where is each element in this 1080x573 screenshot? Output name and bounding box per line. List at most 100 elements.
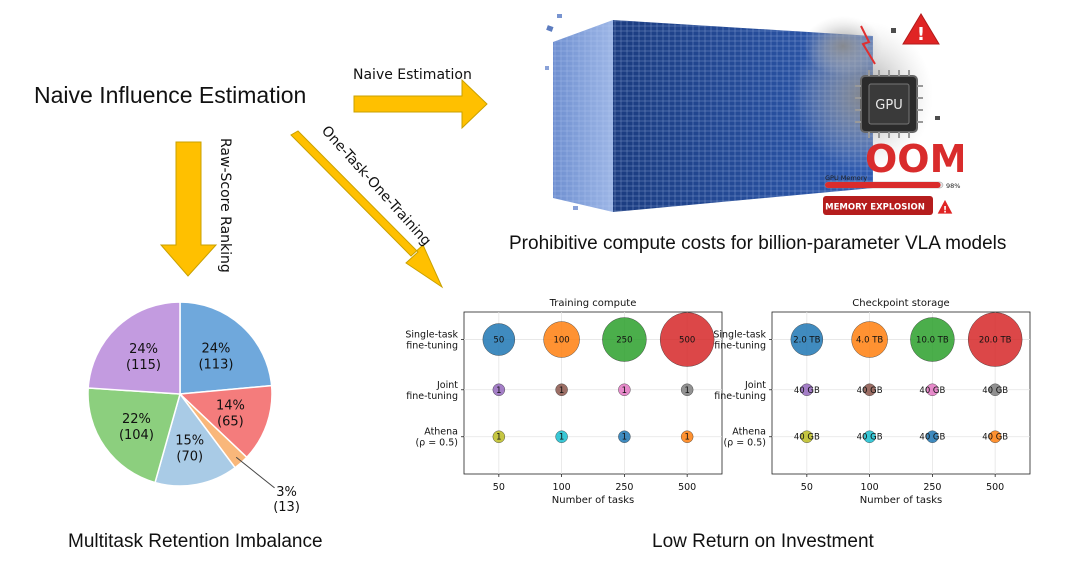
x-tick-label: 50 xyxy=(801,482,813,493)
raw-score-ranking-arrow xyxy=(159,141,218,277)
x-tick-label: 100 xyxy=(861,482,879,493)
bubble-label: 1 xyxy=(622,433,627,443)
bubble xyxy=(863,383,876,396)
bubble-label: 1 xyxy=(496,386,501,396)
oom-label: OOM xyxy=(865,137,963,181)
one-task-one-training-label: One-Task-One-Training xyxy=(318,123,434,249)
naive-estimation-arrow xyxy=(353,78,488,130)
bubble xyxy=(680,430,694,443)
retention-pie-chart: 24%(113) 14%(65) 3%(13) 15%(70) 22%(104) 24%(… xyxy=(87,301,300,515)
one-task-one-training-arrow xyxy=(290,130,444,289)
bubble xyxy=(543,321,580,358)
gpu-memory-percent: 98% xyxy=(946,182,960,190)
bubble-label: 1 xyxy=(496,433,501,443)
bubble xyxy=(555,383,568,396)
chart-title: Training compute xyxy=(549,298,637,309)
gpu-memory-bar-fill xyxy=(825,182,941,188)
y-tick-label: Athena(ρ = 0.5) xyxy=(723,427,766,449)
compute-caption: Prohibitive compute costs for billion-pa… xyxy=(509,233,1007,254)
bubble xyxy=(680,383,694,396)
gpu-chip-icon: GPU xyxy=(855,70,923,138)
bubble xyxy=(602,317,647,362)
bubble xyxy=(555,430,568,443)
diagram-title: Naive Influence Estimation xyxy=(34,82,307,108)
bubble-label: 40 GB xyxy=(857,386,883,396)
bubble xyxy=(967,312,1023,367)
pie-slice-label: 15%(70) xyxy=(175,433,204,464)
pie-slice-label: 24%(113) xyxy=(198,342,233,373)
bubble-label: 4.0 TB xyxy=(856,336,883,346)
x-axis-label: Number of tasks xyxy=(552,495,634,506)
bubble xyxy=(618,430,631,443)
naive-estimation-label: Naive Estimation xyxy=(353,67,472,83)
bubble-label: 40 GB xyxy=(857,433,883,443)
pie-slice-label: 14%(65) xyxy=(216,398,245,429)
bubble-label: 40 GB xyxy=(919,433,945,443)
bubble-label: 500 xyxy=(679,336,695,346)
bubble xyxy=(790,323,824,356)
pie-slice xyxy=(154,392,237,487)
bubble-label: 40 GB xyxy=(794,433,820,443)
bubble-label: 1 xyxy=(684,386,689,396)
bubble xyxy=(659,312,715,367)
bubble xyxy=(910,317,955,362)
bubble xyxy=(863,430,876,443)
pie-slice xyxy=(178,384,273,459)
pie-slice-label: 3%(13) xyxy=(273,485,300,515)
chart-title: Checkpoint storage xyxy=(852,298,949,309)
bubble-label: 2.0 TB xyxy=(793,336,820,346)
gpu-chip-label: GPU xyxy=(875,98,902,113)
pie-slice xyxy=(87,387,181,484)
x-tick-label: 50 xyxy=(493,482,505,493)
x-tick-label: 500 xyxy=(678,482,696,493)
svg-text:!: ! xyxy=(943,206,947,216)
raw-score-ranking-label: Raw-Score Ranking xyxy=(217,138,233,273)
bubble-label: 1 xyxy=(622,386,627,396)
bubble xyxy=(926,430,939,443)
pie-slice xyxy=(179,301,273,395)
pie-slice-label: 22%(104) xyxy=(119,412,154,443)
bubble xyxy=(492,383,506,396)
bubble-label: 40 GB xyxy=(794,386,820,396)
bubble-label: 1 xyxy=(559,433,564,443)
bubble xyxy=(800,383,814,396)
bubble xyxy=(482,323,516,356)
bubble-label: 10.0 TB xyxy=(916,336,949,346)
x-tick-label: 250 xyxy=(923,482,941,493)
warning-triangle-icon: ! xyxy=(902,13,940,45)
warning-small-icon: ! xyxy=(936,198,954,216)
gpu-memory-label: GPU Memory xyxy=(825,174,867,182)
roi-caption: Low Return on Investment xyxy=(652,531,874,552)
memory-explosion-badge: MEMORY EXPLOSION ! xyxy=(823,196,954,216)
bubble xyxy=(492,430,506,443)
x-axis-label: Number of tasks xyxy=(860,495,942,506)
x-tick-label: 100 xyxy=(553,482,571,493)
gpu-oom-illustration: GPU ! OOM GPU Memory 98% MEMORY EXPLOSIO… xyxy=(545,13,963,216)
bubble xyxy=(988,430,1002,443)
bubble-label: 250 xyxy=(616,336,632,346)
bubble xyxy=(800,430,814,443)
bubble-label: 40 GB xyxy=(919,386,945,396)
bubble-label: 1 xyxy=(684,433,689,443)
y-tick-label: Athena(ρ = 0.5) xyxy=(415,427,458,449)
svg-text:MEMORY EXPLOSION: MEMORY EXPLOSION xyxy=(825,203,925,213)
bubble-label: 40 GB xyxy=(982,386,1008,396)
bubble-label: 40 GB xyxy=(982,433,1008,443)
pie-slice xyxy=(87,301,181,395)
pie-slice-label: 24%(115) xyxy=(126,342,161,373)
bubble xyxy=(618,383,631,396)
bubble-label: 1 xyxy=(559,386,564,396)
svg-text:!: ! xyxy=(917,24,925,45)
retention-caption: Multitask Retention Imbalance xyxy=(68,531,323,552)
x-tick-label: 250 xyxy=(615,482,633,493)
bubble-label: 50 xyxy=(493,336,504,346)
x-tick-label: 500 xyxy=(986,482,1004,493)
bubble xyxy=(988,383,1002,396)
